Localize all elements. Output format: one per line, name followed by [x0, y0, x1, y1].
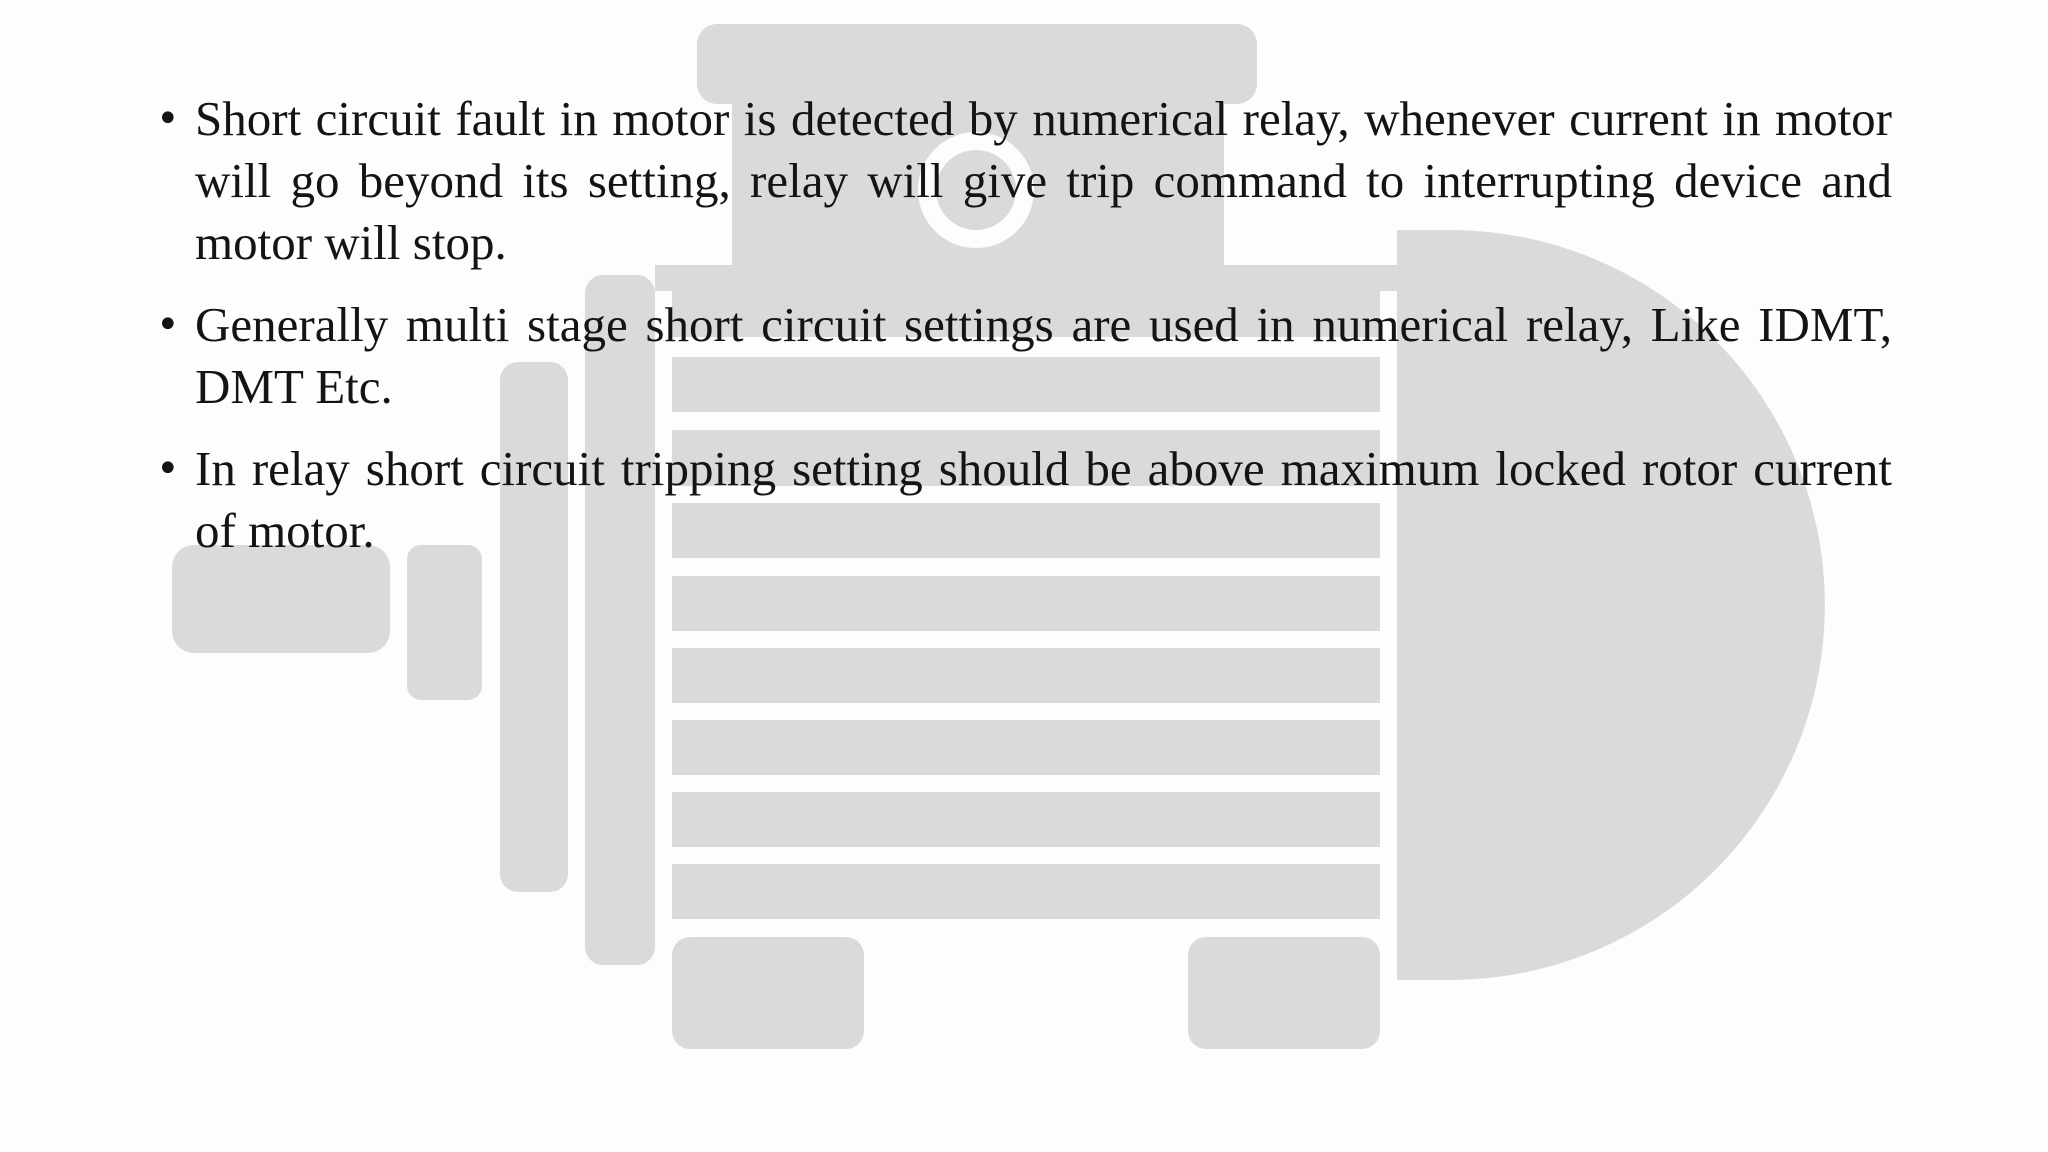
bullet-text: Short circuit fault in motor is detected…: [195, 91, 1892, 270]
bullet-item: • In relay short circuit tripping settin…: [150, 438, 1892, 562]
bullet-item: • Generally multi stage short circuit se…: [150, 294, 1892, 418]
bullet-item: • Short circuit fault in motor is detect…: [150, 88, 1892, 274]
bullet-list: • Short circuit fault in motor is detect…: [150, 88, 1892, 582]
bullet-text: Generally multi stage short circuit sett…: [195, 297, 1892, 414]
bullet-text: In relay short circuit tripping setting …: [195, 441, 1892, 558]
bullet-marker: •: [156, 302, 180, 348]
bullet-marker: •: [156, 446, 180, 492]
bullet-marker: •: [156, 96, 180, 142]
